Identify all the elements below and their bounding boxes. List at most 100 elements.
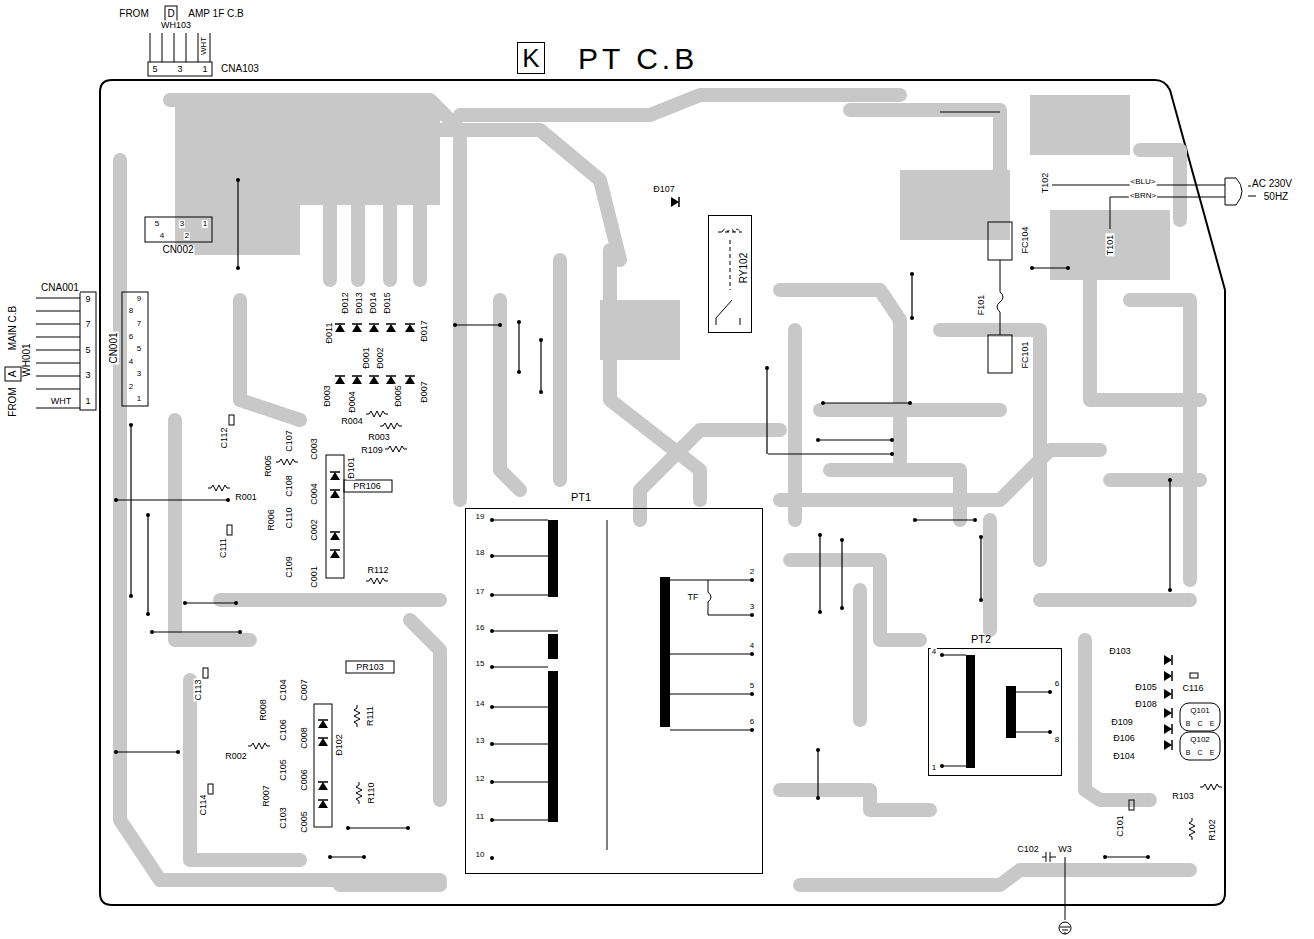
part-label: C109 — [285, 555, 294, 579]
node-label: RY102 — [739, 253, 749, 283]
part-label: Đ004 — [348, 390, 357, 414]
part-label: R004 — [340, 417, 364, 426]
pin-number: 18 — [475, 549, 486, 557]
part-label: R103 — [1171, 792, 1195, 801]
part-label: Đ107 — [652, 185, 676, 194]
part-label: Q102 — [1189, 736, 1211, 744]
relay-box: RY102 — [708, 215, 752, 333]
part-label: C105 — [279, 758, 288, 782]
part-label: B — [1185, 749, 1192, 756]
resistor-symbol — [208, 411, 1222, 840]
board-title: PT C.B — [578, 44, 698, 74]
part-label: Đ108 — [1134, 700, 1158, 709]
pin-number: 13 — [475, 737, 486, 745]
part-label: Đ105 — [1134, 683, 1158, 692]
pin-number: 14 — [475, 700, 486, 708]
part-label: C006 — [300, 768, 309, 792]
part-label: C107 — [285, 429, 294, 453]
part-label: Đ015 — [383, 291, 392, 315]
diode-symbol — [318, 197, 1172, 808]
part-label: Đ005 — [394, 384, 403, 408]
pin-number: 9 — [84, 295, 91, 304]
pin-number: 1 — [202, 220, 208, 228]
part-label: Đ014 — [369, 291, 378, 315]
part-label: R111 — [366, 705, 375, 727]
transformer-winding — [490, 518, 1052, 860]
part-label: MAIN C.B — [8, 305, 18, 351]
part-label: R007 — [262, 784, 271, 808]
part-label: Đ103 — [1108, 647, 1132, 656]
part-label: WH103 — [160, 21, 192, 30]
part-label: PR103 — [355, 663, 385, 672]
pin-number: 8 — [128, 307, 134, 315]
part-label: Đ002 — [376, 346, 385, 370]
pin-number: 8 — [1054, 736, 1060, 744]
pin-number: 6 — [749, 718, 755, 726]
pin-number: 5 — [749, 682, 755, 690]
part-label: Đ003 — [323, 384, 332, 408]
part-label: R102 — [1208, 818, 1217, 842]
pin-number: 3 — [179, 220, 185, 228]
part-label: T102 — [1041, 172, 1050, 195]
part-label: C108 — [285, 474, 294, 498]
part-label: A — [8, 370, 18, 379]
part-label: TF — [687, 593, 700, 602]
connector-cable — [5, 6, 1256, 934]
part-label: Đ104 — [1112, 752, 1136, 761]
pin-number: 19 — [475, 513, 486, 521]
node-label: K — [522, 45, 539, 71]
part-label: C007 — [300, 678, 309, 702]
part-label: AC 230V — [1251, 179, 1293, 189]
pin-number: 10 — [475, 851, 486, 859]
pin-number: 1 — [201, 65, 208, 74]
part-label: PR106 — [352, 482, 382, 491]
pin-number: 6 — [1054, 680, 1060, 688]
part-label: C002 — [310, 518, 319, 542]
part-label: Đ001 — [362, 346, 371, 370]
pin-number: 17 — [475, 588, 486, 596]
pin-number: 4 — [931, 648, 937, 656]
pin-number: 4 — [159, 232, 165, 240]
part-label: W3 — [1057, 845, 1073, 854]
part-label: Đ011 — [325, 322, 334, 345]
part-label: Đ012 — [341, 291, 350, 315]
part-label: R110 — [367, 782, 376, 805]
part-label: Q101 — [1189, 707, 1211, 715]
part-label: C004 — [310, 482, 319, 506]
pin-number: 16 — [475, 624, 486, 632]
part-label: CN001 — [109, 331, 119, 364]
part-label: C — [1196, 749, 1203, 756]
part-label: C — [1196, 720, 1203, 727]
part-label: C114 — [199, 794, 208, 817]
part-label: C113 — [194, 679, 203, 702]
pin-number: 2 — [749, 568, 755, 576]
part-label: CN002 — [161, 245, 194, 255]
boxed-letter: K — [517, 42, 545, 74]
pin-number: 4 — [128, 358, 134, 366]
pin-number: 5 — [151, 65, 158, 74]
pin-number: 3 — [136, 370, 142, 378]
pin-number: 5 — [84, 346, 91, 355]
part-label: CNA001 — [40, 283, 80, 293]
part-label: C112 — [220, 427, 229, 450]
transformer-box: PT1 — [465, 508, 763, 874]
part-label: Đ013 — [355, 291, 364, 315]
part-label: C003 — [310, 437, 319, 461]
part-label: R112 — [367, 566, 390, 575]
pin-number: 3 — [176, 65, 183, 74]
node-label: PT2 — [971, 634, 991, 645]
part-label: R003 — [367, 433, 391, 442]
part-label: R109 — [360, 446, 384, 455]
pin-number: 5 — [154, 220, 160, 228]
pin-number: 1 — [136, 395, 142, 403]
pin-number: 3 — [84, 371, 91, 380]
pin-number: 9 — [136, 295, 142, 303]
part-label: FC101 — [1021, 340, 1030, 369]
part-label: R002 — [224, 752, 248, 761]
pin-number: 1 — [84, 397, 91, 406]
part-label: Đ106 — [1112, 734, 1136, 743]
part-label: F101 — [977, 294, 986, 317]
part-label: Đ017 — [420, 319, 429, 343]
part-label: C110 — [285, 507, 294, 530]
